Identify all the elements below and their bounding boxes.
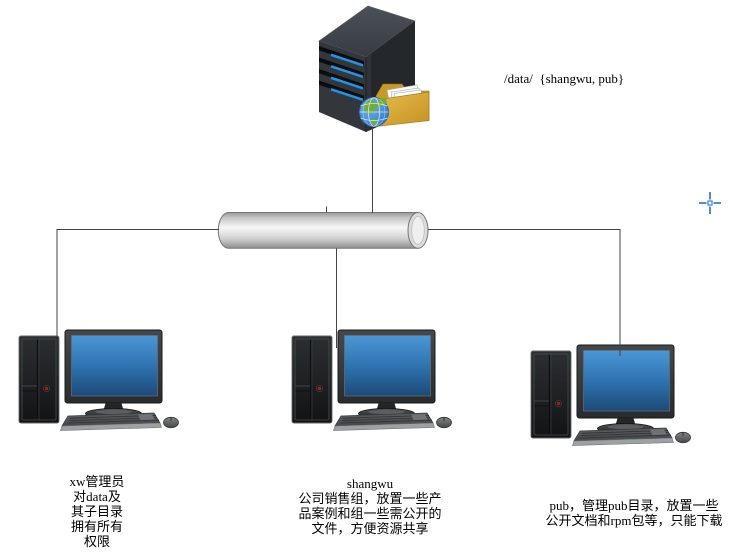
- drive-bay-leds: [319, 46, 364, 101]
- workstation-left[interactable]: [18, 329, 180, 432]
- workstation-middle[interactable]: [291, 329, 453, 432]
- shared-folder-icon: [375, 83, 430, 127]
- connector-bus-right[interactable]: [428, 229, 621, 357]
- bus-cylinder[interactable]: [217, 212, 429, 249]
- server-dir-label[interactable]: /data/ {shangwu, pub}: [504, 71, 625, 86]
- globe-icon: [359, 97, 389, 127]
- server-icon[interactable]: [318, 5, 430, 132]
- workstation-right[interactable]: [530, 344, 692, 447]
- workstation-left-label[interactable]: xw管理员 对data及 其子目录 拥有所有 权限: [69, 474, 125, 549]
- workstation-right-label[interactable]: pub，管理pub目录，放置一些 公开文档和rpm包等，只能下载: [545, 498, 723, 528]
- crosshair-cursor-icon: [699, 192, 721, 214]
- workstation-middle-label[interactable]: shangwu 公司销售组，放置一些产 品案例和组一些需公开的 文件，方便资源共…: [298, 476, 442, 536]
- connector-bus-left[interactable]: [56, 229, 219, 337]
